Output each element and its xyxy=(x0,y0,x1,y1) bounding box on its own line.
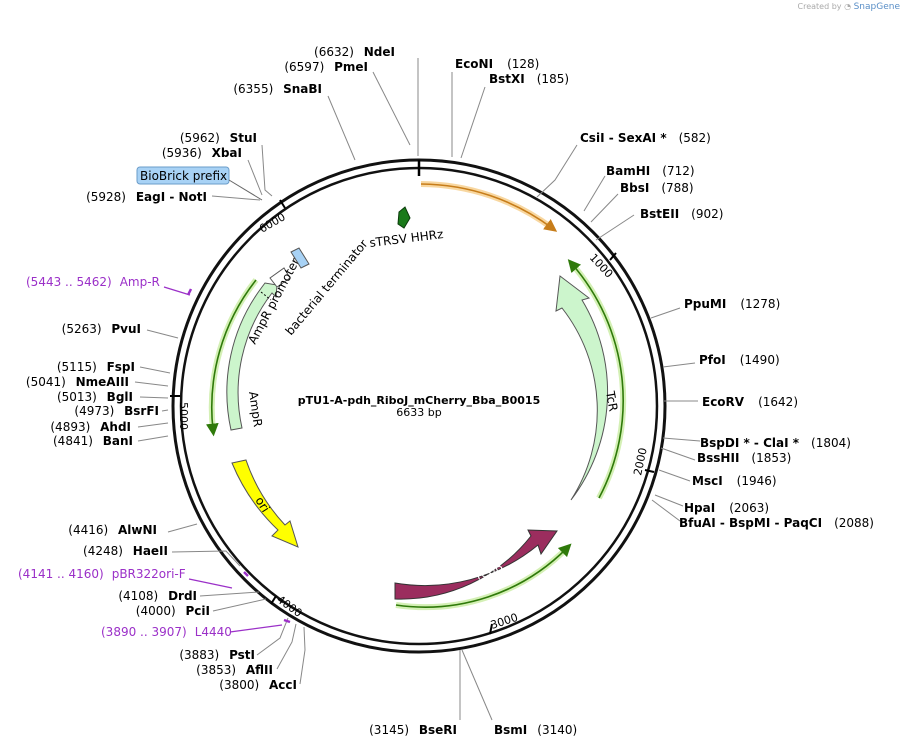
site-AflII: (3853) AflII xyxy=(196,663,273,677)
site-StuI: (5962) StuI xyxy=(180,131,257,145)
biobrick-prefix-box xyxy=(136,166,230,185)
feature-AmpR-promoter xyxy=(269,267,291,288)
feature-repB xyxy=(394,529,558,600)
plasmid-name: pTU1-A-pdh_RiboJ_mCherry_Bba_B0015 xyxy=(298,394,540,407)
orf-arc-right xyxy=(567,259,624,499)
site-NmeAIII: (5041) NmeAIII xyxy=(26,375,129,389)
tick-5000: 5000 xyxy=(177,402,190,430)
site-HaeII: (4248) HaeII xyxy=(83,544,168,558)
site-PfoI: PfoI(1490) xyxy=(699,353,780,367)
site-EagI-NotI: (5928) EagI - NotI xyxy=(86,190,207,204)
site-AccI: (3800) AccI xyxy=(219,678,297,692)
biobrick-prefix-label: BioBrick prefix xyxy=(140,169,227,183)
site-BsrFI: (4973) BsrFI xyxy=(74,404,159,418)
tick-1000: 1000 xyxy=(587,251,616,280)
primer-labels: (5443 .. 5462)Amp-R (4141 .. 4160)pBR322… xyxy=(18,275,232,639)
plasmid-size: 6633 bp xyxy=(396,406,441,419)
site-BglI: (5013) BglI xyxy=(57,390,133,404)
site-EcoRV: EcoRV(1642) xyxy=(702,395,798,409)
feature-TcR xyxy=(555,275,609,501)
orf-arc-top-halo xyxy=(420,181,554,231)
credit-prefix: Created by xyxy=(797,2,842,11)
feature-TcR-label: TcR xyxy=(603,389,620,412)
primer-Amp-R: (5443 .. 5462)Amp-R xyxy=(26,275,160,289)
site-EcoNI: EcoNI(128) xyxy=(455,57,539,71)
tick-6000: 6000 xyxy=(257,210,288,235)
site-AlwNI: (4416) AlwNI xyxy=(68,523,157,537)
site-PvuI: (5263) PvuI xyxy=(62,322,141,336)
biobrick-prefix-leader xyxy=(228,179,263,201)
site-BstEII: BstEII(902) xyxy=(640,207,723,221)
feature-AmpR xyxy=(226,282,278,431)
site-labels-left: (6632) NdeI (6597) PmeI (6355) SnaBI (59… xyxy=(26,45,457,737)
site-BssHII: BssHII(1853) xyxy=(697,451,791,465)
site-PciI: (4000) PciI xyxy=(136,604,210,618)
site-XbaI: (5936) XbaI xyxy=(162,146,242,160)
site-BfuAI-BspMI-PaqCI: BfuAI - BspMI - PaqCI(2088) xyxy=(679,516,874,530)
tick-2000: 2000 xyxy=(631,447,650,477)
site-BseRI: (3145) BseRI xyxy=(369,723,457,737)
site-PstI: (3883) PstI xyxy=(179,648,255,662)
orf-arc-bottom xyxy=(395,543,572,608)
site-HpaI: HpaI(2063) xyxy=(684,501,769,515)
site-BspDI-ClaI: BspDI * - ClaI *(1804) xyxy=(700,436,851,450)
primer-leader-lines xyxy=(163,286,283,633)
site-AhdI: (4893) AhdI xyxy=(50,420,131,434)
feature-sTRSV-label: sTRSV HHRz xyxy=(369,227,444,250)
feature-repB-label: repB xyxy=(474,559,505,582)
site-BbsI: BbsI(788) xyxy=(620,181,694,195)
site-BstXI: BstXI(185) xyxy=(489,72,569,86)
site-BamHI: BamHI(712) xyxy=(606,164,695,178)
credit-brand: SnapGene xyxy=(853,2,900,12)
site-BanI: (4841) BanI xyxy=(53,434,133,448)
feature-ori xyxy=(231,459,299,548)
feature-AmpR-label: AmpR xyxy=(246,390,265,427)
feature-sTRSV xyxy=(397,206,411,229)
primer-L4440: (3890 .. 3907)L4440 xyxy=(101,625,232,639)
site-PmeI: (6597) PmeI xyxy=(284,60,368,74)
orf-arc-top xyxy=(420,183,558,232)
site-CsiI-SexAI: CsiI - SexAI *(582) xyxy=(580,131,711,145)
snapgene-credit: Created by ◔ SnapGene xyxy=(798,2,901,12)
site-NdeI: (6632) NdeI xyxy=(314,45,395,59)
primer-marks xyxy=(186,288,291,624)
orf-arc-left xyxy=(205,279,257,437)
site-SnaBI: (6355) SnaBI xyxy=(233,82,322,96)
site-MscI: MscI(1946) xyxy=(692,474,777,488)
primer-pBR322ori-F: (4141 .. 4160)pBR322ori-F xyxy=(18,567,186,581)
site-PpuMI: PpuMI(1278) xyxy=(684,297,780,311)
site-DrdI: (4108) DrdI xyxy=(118,589,197,603)
site-labels-right: BsmI(3140) EcoNI(128) BstXI(185) CsiI - … xyxy=(455,57,874,737)
site-leader-lines xyxy=(134,58,701,721)
snapgene-logo-icon: ◔ xyxy=(844,2,852,11)
feature-bacterial-terminator xyxy=(290,247,310,269)
site-FspI: (5115) FspI xyxy=(57,360,135,374)
site-BsmI: BsmI(3140) xyxy=(494,723,577,737)
